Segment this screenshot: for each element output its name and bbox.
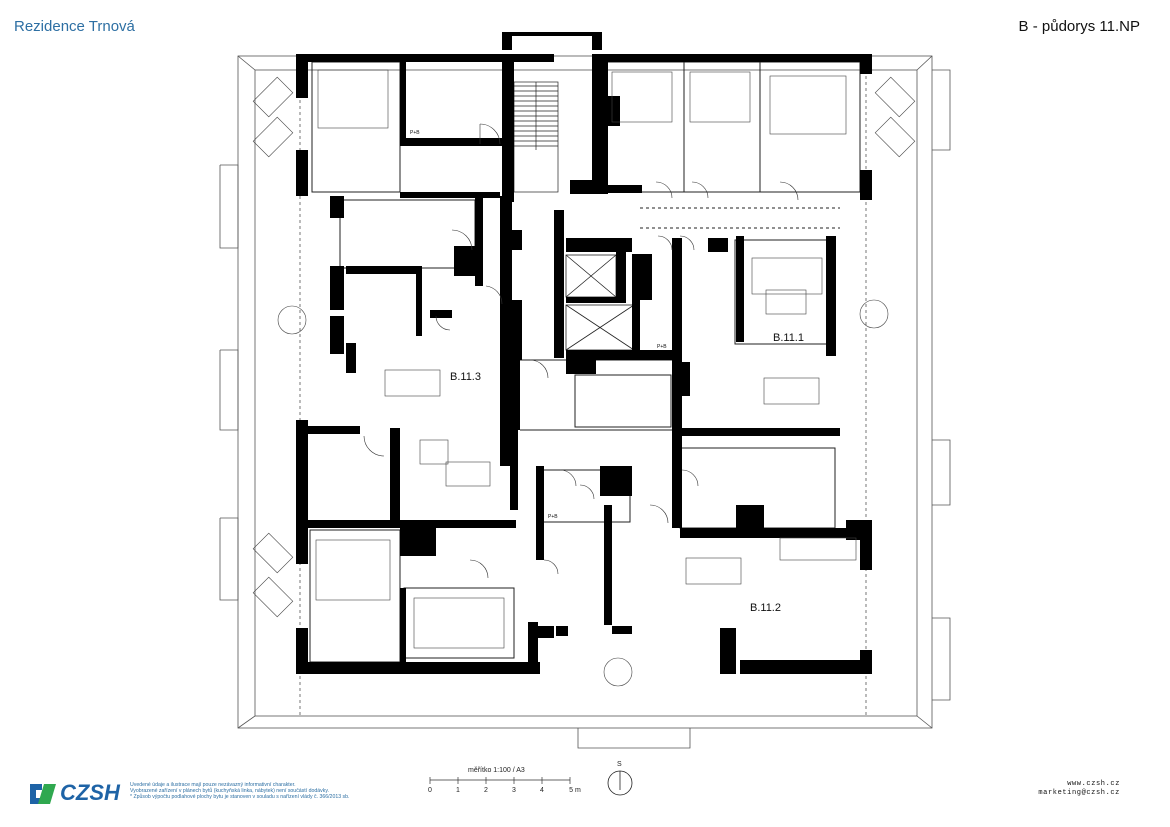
pb-label-1: P+B bbox=[410, 130, 420, 136]
disclaimer-line: Vyobrazené zařízení v plánech bytů (kuch… bbox=[130, 788, 329, 794]
project-title: Rezidence Trnová bbox=[14, 18, 135, 35]
furniture bbox=[252, 69, 916, 687]
website-link[interactable]: www.czsh.cz bbox=[1067, 780, 1120, 788]
structural-walls bbox=[296, 32, 872, 674]
disclaimer-line: Uvedené údaje a ilustrace mají pouze nez… bbox=[130, 782, 296, 788]
terrace-outline bbox=[219, 55, 951, 749]
scale-tick-label: 5 m bbox=[569, 787, 581, 794]
svg-text:CZSH: CZSH bbox=[60, 780, 121, 804]
scale-tick-label: 3 bbox=[512, 787, 516, 794]
north-label: S bbox=[617, 761, 622, 768]
staircase bbox=[513, 81, 559, 193]
pb-label-2: P+B bbox=[657, 344, 667, 350]
scale-tick-label: 1 bbox=[456, 787, 460, 794]
scale-label: měřítko 1:100 / A3 bbox=[468, 767, 525, 774]
disclaimer-line: * Způsob výpočtu podlahové plochy bytu j… bbox=[130, 794, 350, 800]
unit-label-b112: B.11.2 bbox=[750, 602, 781, 614]
scale-tick-label: 0 bbox=[428, 787, 432, 794]
pb-label-3: P+B bbox=[548, 514, 558, 520]
north-arrow-icon bbox=[607, 770, 633, 796]
czsh-logo: CZSH bbox=[60, 780, 121, 804]
czsh-logo-mark bbox=[30, 784, 56, 804]
contact-block: www.czsh.cz marketing@czsh.cz bbox=[1038, 780, 1120, 798]
scale-tick-label: 2 bbox=[484, 787, 488, 794]
scale-tick-label: 4 bbox=[540, 787, 544, 794]
sheet-title: B - půdorys 11.NP bbox=[1018, 18, 1140, 35]
disclaimer: Uvedené údaje a ilustrace mají pouze nez… bbox=[130, 782, 410, 800]
unit-label-b113: B.11.3 bbox=[450, 371, 481, 383]
unit-label-b111: B.11.1 bbox=[773, 332, 804, 344]
doors bbox=[363, 123, 799, 579]
email-link[interactable]: marketing@czsh.cz bbox=[1038, 789, 1120, 797]
scale-bar bbox=[429, 777, 571, 784]
